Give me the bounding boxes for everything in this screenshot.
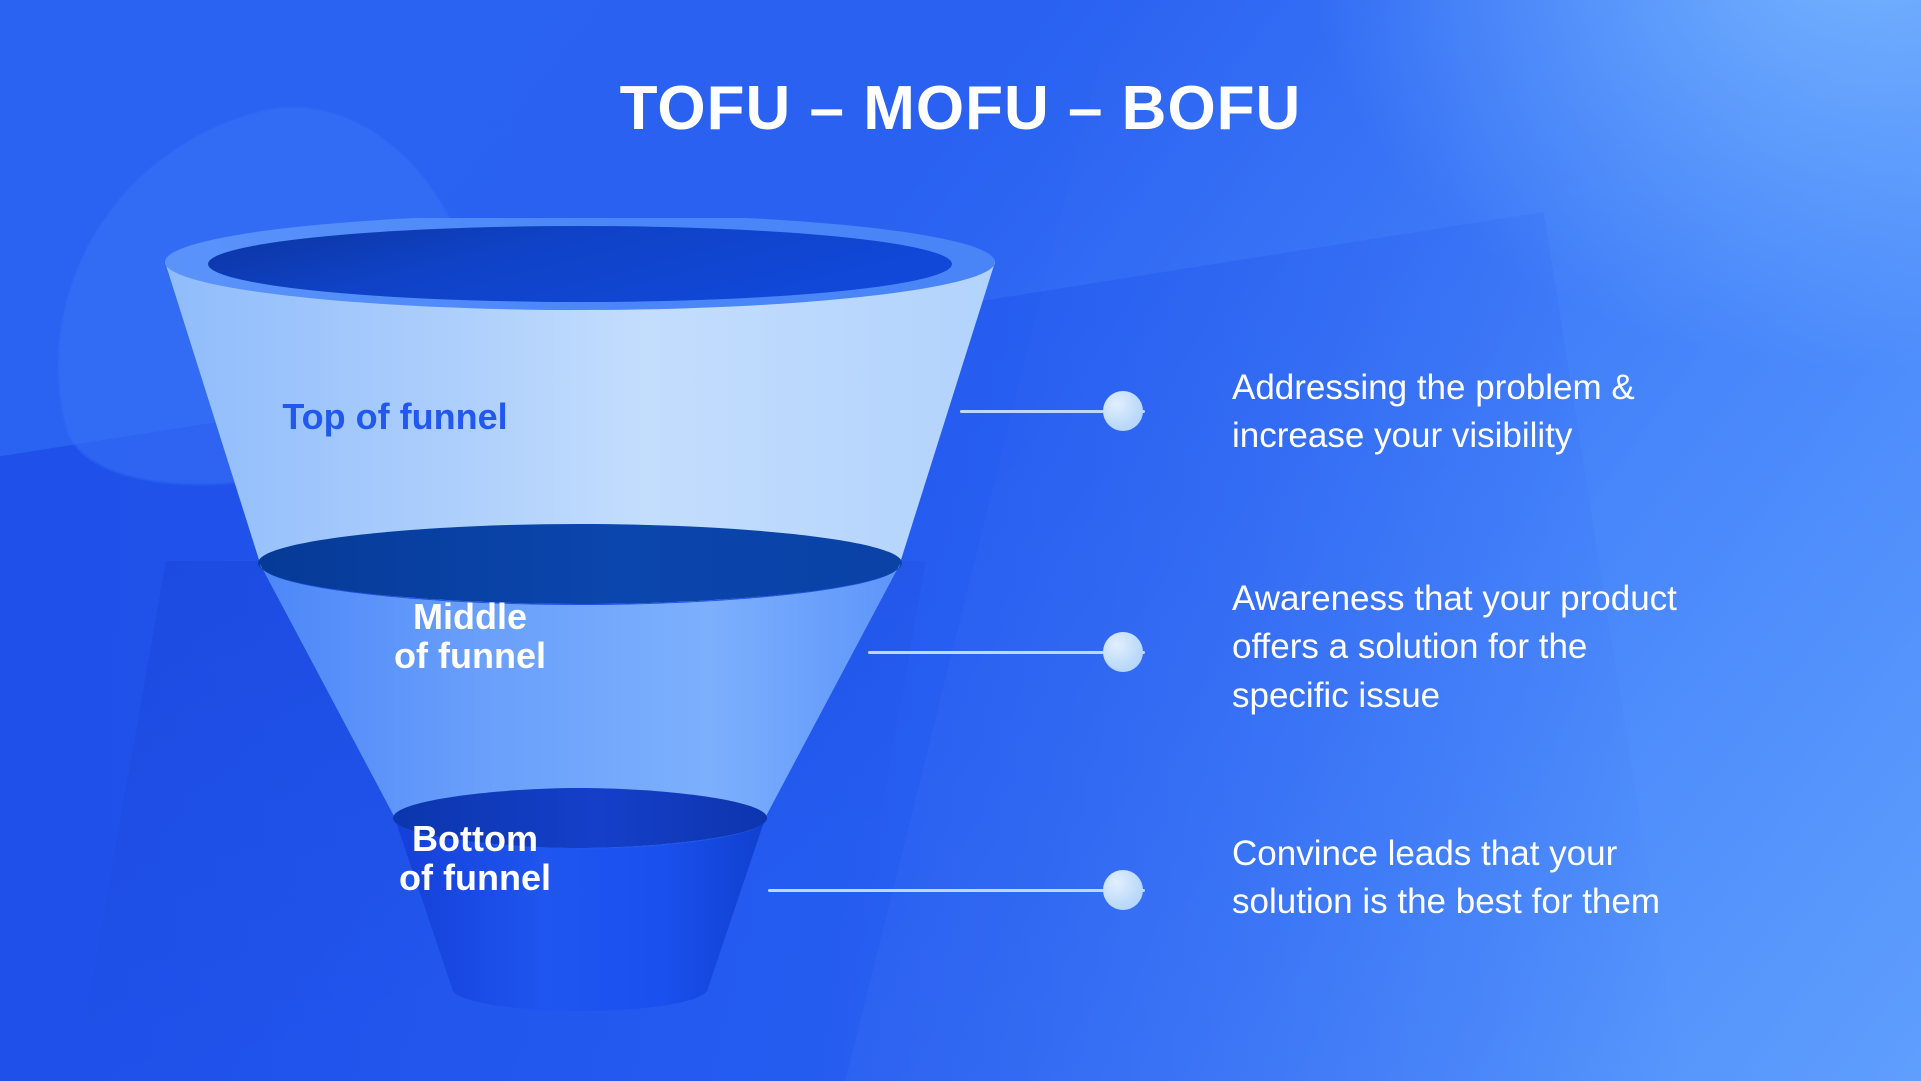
description-top-of-funnel: Addressing the problem & increase your v…: [1232, 364, 1635, 461]
funnel-opening-dark: [208, 226, 952, 302]
description-line: specific issue: [1232, 675, 1441, 715]
funnel-stage-bottom-body: [395, 819, 765, 1011]
description-line: Addressing the problem &: [1232, 368, 1635, 407]
funnel-stage-top-body: [165, 262, 995, 604]
funnel-divider-cap-bottom: [393, 788, 767, 848]
funnel-stage-middle-body: [260, 564, 900, 848]
connector-line: [960, 410, 1145, 413]
description-bottom-of-funnel: Convince leads that your solution is the…: [1232, 830, 1660, 927]
funnel-divider-cap-top: [258, 524, 902, 604]
connector-dot-icon: [1103, 870, 1143, 910]
funnel-graphic: [140, 218, 1020, 1018]
description-line: Convince leads that your: [1232, 834, 1618, 873]
description-line: Awareness that your product: [1232, 579, 1677, 618]
connector-line: [768, 889, 1145, 892]
connector-dot-icon: [1103, 391, 1143, 431]
connector-dot-icon: [1103, 632, 1143, 672]
description-middle-of-funnel: Awareness that your product offers a sol…: [1232, 575, 1677, 720]
page-title: TOFU – MOFU – BOFU: [619, 74, 1302, 143]
description-line: solution is the best for them: [1232, 882, 1660, 922]
connector-line: [868, 651, 1145, 654]
description-line: increase your visibility: [1232, 416, 1573, 456]
description-line: offers a solution for the: [1232, 627, 1588, 667]
